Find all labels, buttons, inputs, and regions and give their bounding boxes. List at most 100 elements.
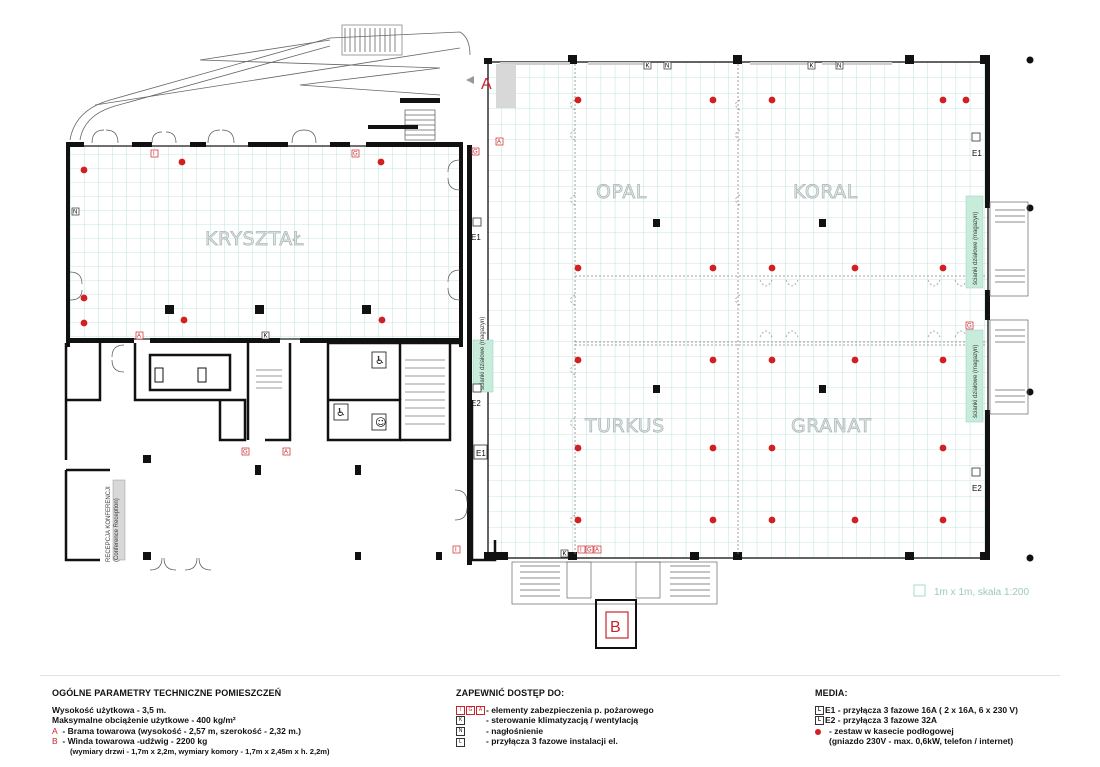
legend-media-e1-text: E1 - przyłącza 3 fazowe 16A ( 2 x 16A, 6… bbox=[825, 704, 1018, 715]
svg-text:E2: E2 bbox=[972, 484, 982, 493]
partition-storage-right-bottom-label: ścianki działowe (magazyn) bbox=[973, 345, 979, 418]
climate-control-icon: K bbox=[456, 715, 486, 726]
svg-text:G: G bbox=[353, 152, 358, 158]
svg-text:A: A bbox=[497, 140, 501, 146]
e2-icon: L bbox=[815, 716, 824, 726]
hall-krysztal[interactable] bbox=[67, 145, 462, 340]
cargo-gate-a-area bbox=[496, 64, 516, 108]
svg-text:K: K bbox=[646, 64, 650, 70]
floor-outlets-krysztal bbox=[80, 158, 386, 327]
e1-icon: L bbox=[815, 705, 824, 715]
svg-text:K: K bbox=[563, 552, 567, 558]
legend-general-title: OGÓLNE PARAMETRY TECHNICZNE POMIESZCZEŃ bbox=[52, 688, 282, 698]
legend-media-e2-text: E2 - przyłącza 3 fazowe 32A bbox=[825, 715, 937, 726]
main-hall-walls bbox=[467, 55, 990, 565]
svg-text:♿: ♿ bbox=[375, 354, 385, 367]
cargo-elevator-b-label: B bbox=[610, 619, 621, 636]
partition-storage-right-bottom bbox=[965, 329, 984, 423]
svg-text:A: A bbox=[137, 334, 141, 340]
svg-text:E1: E1 bbox=[476, 449, 486, 458]
svg-text:N: N bbox=[73, 210, 77, 216]
svg-text:A: A bbox=[284, 450, 288, 456]
svg-text:E1: E1 bbox=[972, 149, 982, 158]
room-label-granat: GRANAT bbox=[791, 415, 872, 437]
sound-system-icon: N bbox=[456, 726, 486, 737]
scale-label: 1m x 1m, skala 1:200 bbox=[934, 587, 1029, 598]
power-connection-icon: L bbox=[456, 736, 486, 747]
legend-general: OGÓLNE PARAMETRY TECHNICZNE POMIESZCZEŃ … bbox=[52, 688, 330, 758]
reception-desk bbox=[112, 479, 126, 561]
legend-access-item: K- sterowanie klimatyzacją / wentylacją bbox=[456, 715, 654, 726]
legend-elevator-b: B - Winda towarowa -udźwig - 2200 kg bbox=[52, 736, 330, 747]
svg-text:A: A bbox=[595, 548, 599, 554]
svg-text:I: I bbox=[455, 548, 457, 554]
svg-text:G: G bbox=[473, 150, 478, 156]
legend-access-item: L- przyłącza 3 fazowe instalacji el. bbox=[456, 736, 654, 747]
legend-access-item: N- nagłośnienie bbox=[456, 726, 654, 737]
legend-gate-a-text: - Brama towarowa (wysokość - 2,57 m, sze… bbox=[62, 725, 301, 736]
legend-access-item-text: - nagłośnienie bbox=[486, 725, 544, 736]
svg-text:G: G bbox=[587, 548, 592, 554]
columns-outside bbox=[1026, 56, 1034, 562]
gate-arrow-icon bbox=[466, 76, 474, 84]
legend-elevator-b-text: - Winda towarowa -udźwig - 2200 kg bbox=[62, 736, 208, 747]
floor-outlet-icon bbox=[815, 728, 821, 735]
svg-text:G: G bbox=[967, 324, 972, 330]
svg-text:N: N bbox=[837, 64, 841, 70]
legend-gate-a-letter: A bbox=[52, 725, 58, 736]
room-label-krysztal: KRYSZTAŁ bbox=[205, 228, 304, 250]
legend-max-load: Maksymalne obciążenie użytkowe - 400 kg/… bbox=[52, 715, 236, 726]
krysztal-doors bbox=[69, 129, 461, 301]
svg-text:G: G bbox=[243, 450, 248, 456]
legend-media-floor-box-detail: (gniazdo 230V - max. 0,6kW, telefon / in… bbox=[829, 736, 1014, 747]
svg-text:N: N bbox=[665, 64, 669, 70]
service-area-walls bbox=[64, 341, 497, 562]
legend-elevator-b-detail: (wymiary drzwi - 1,7m x 2,2m, wymiary ko… bbox=[70, 746, 330, 756]
partition-walls-dotted bbox=[570, 99, 968, 526]
service-symbols: K N K N N K K I G A A G G A I I G A G bbox=[71, 61, 974, 558]
reception-label-en: (Conference Reception) bbox=[114, 498, 120, 562]
partition-storage-right-top-label: ścianki działowe (magazyn) bbox=[973, 212, 979, 285]
floor-outlets-main bbox=[574, 96, 970, 524]
legend-access-item-text: - elementy zabezpieczenia p. pożarowego bbox=[486, 704, 654, 715]
right-exit-stairs bbox=[989, 201, 1029, 415]
legend-access-title: ZAPEWNIĆ DOSTĘP DO: bbox=[456, 688, 565, 698]
room-label-koral: KORAL bbox=[793, 181, 858, 203]
svg-text:E1: E1 bbox=[471, 233, 481, 242]
cargo-elevator-b-box bbox=[605, 611, 629, 639]
e-markers: E1 E2 E1 E2 E1 bbox=[471, 132, 982, 493]
floor-plan: KRYSZTAŁ OPAL KORAL TURKUS bbox=[64, 24, 1034, 649]
service-area-stairs bbox=[256, 359, 445, 425]
legend-elevator-b-letter: B bbox=[52, 736, 58, 747]
legend-media-floor-box-text: - zestaw w kasecie podłogowej bbox=[829, 725, 954, 736]
legend-media-floor-box: - zestaw w kasecie podłogowej bbox=[815, 726, 1018, 737]
svg-text:☺: ☺ bbox=[375, 416, 386, 429]
legend-media-title: MEDIA: bbox=[815, 688, 848, 698]
elevator-shaft bbox=[595, 599, 637, 649]
svg-text:♿: ♿ bbox=[336, 406, 346, 419]
bottom-entrance bbox=[511, 561, 718, 605]
room-label-turkus: TURKUS bbox=[584, 415, 665, 437]
legend-divider bbox=[40, 675, 1060, 676]
svg-text:I: I bbox=[153, 152, 155, 158]
lower-doors bbox=[111, 344, 468, 571]
wc-icons: ♿ ♿ ☺ bbox=[333, 351, 386, 431]
legend-access-item-text: - przyłącza 3 fazowe instalacji el. bbox=[486, 736, 618, 747]
entrance-ramp bbox=[69, 24, 471, 141]
legend-height: Wysokość użytkowa - 3,5 m. bbox=[52, 704, 167, 715]
scale-swatch bbox=[913, 584, 926, 597]
cargo-gate-a-label: A bbox=[481, 76, 492, 93]
room-dividers bbox=[574, 64, 985, 555]
partition-storage-right-top bbox=[965, 195, 984, 289]
reception-label: RECEPCJA KONFERENCJI bbox=[106, 486, 112, 562]
partition-storage-left bbox=[472, 339, 494, 393]
room-label-opal: OPAL bbox=[596, 181, 647, 203]
krysztal-walls bbox=[66, 98, 463, 347]
service-area-columns bbox=[143, 367, 442, 560]
